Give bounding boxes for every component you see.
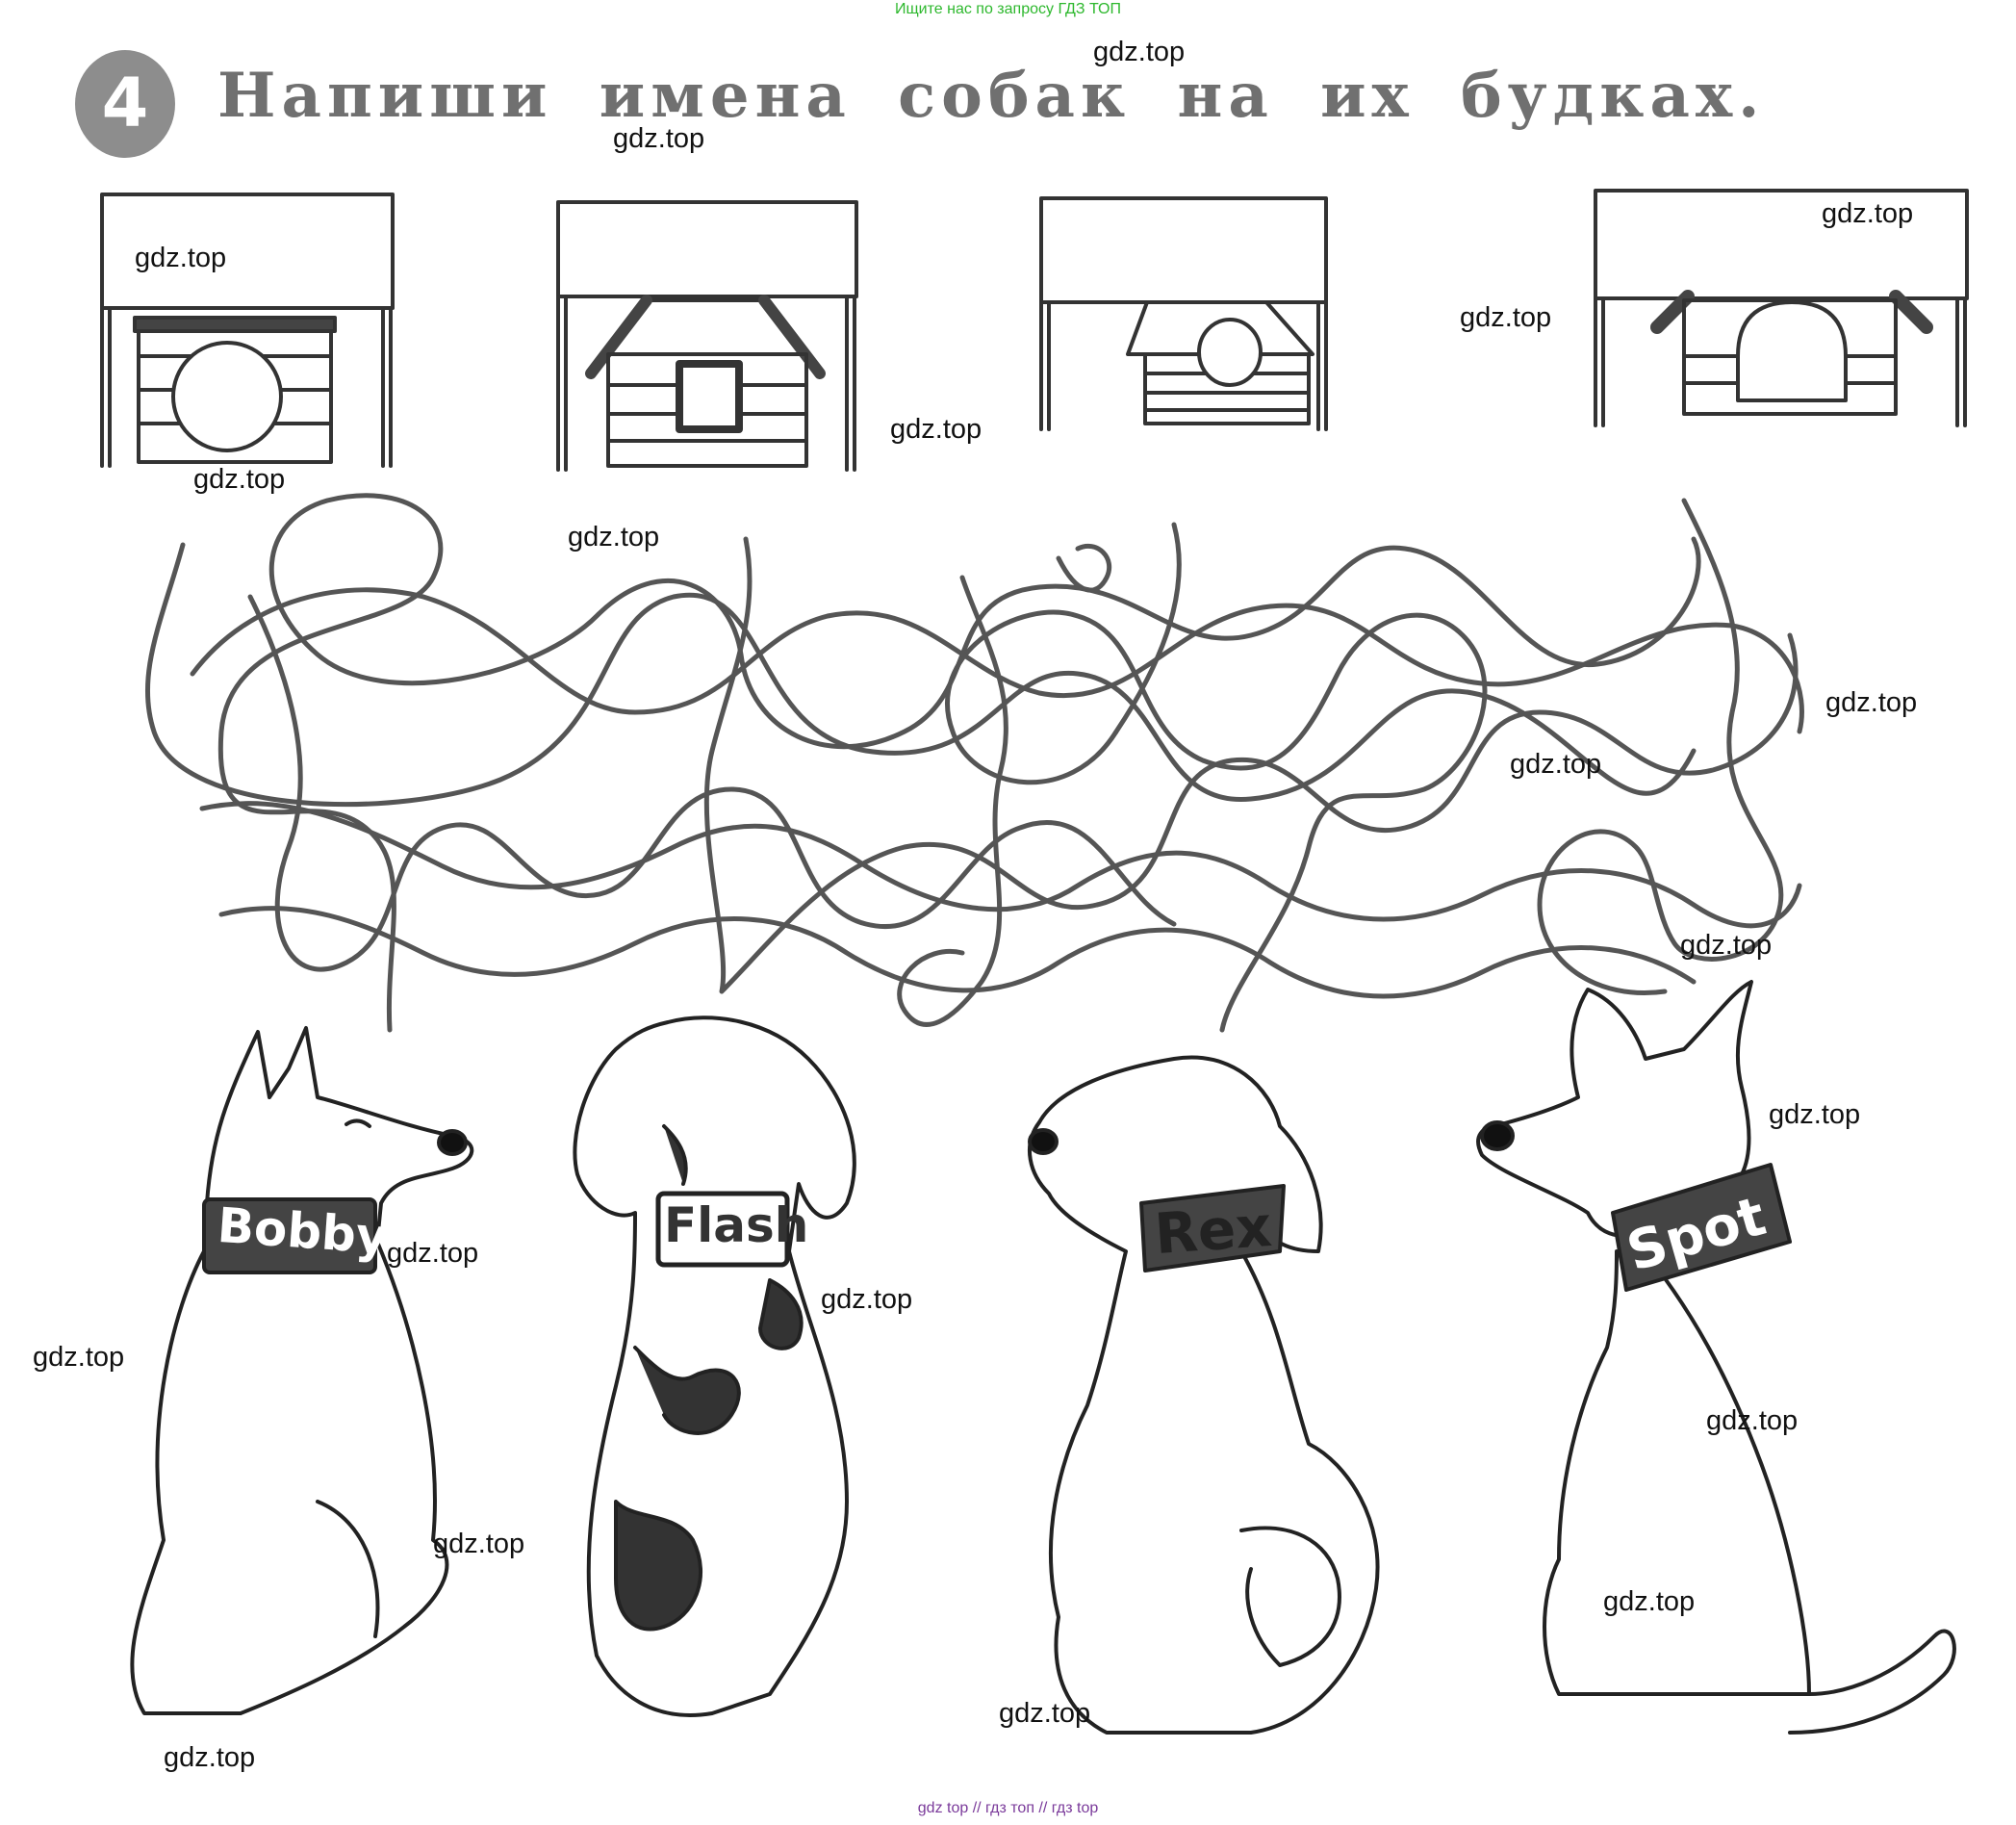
dog-bobby xyxy=(130,1026,474,1715)
watermark: gdz.top xyxy=(568,522,660,553)
bottom-banner: gdz top // гдз топ // гдз top xyxy=(917,1800,1099,1816)
watermark: gdz.top xyxy=(890,414,982,445)
doghouse-2[interactable] xyxy=(556,200,858,472)
top-banner: Ищите нас по запросу ГДЗ ТОП xyxy=(895,1,1121,17)
watermark: gdz.top xyxy=(433,1529,525,1559)
watermark: gdz.top xyxy=(135,243,227,273)
watermark: gdz.top xyxy=(821,1284,913,1315)
watermark: gdz.top xyxy=(193,464,286,495)
dog-spot xyxy=(1476,980,1956,1735)
watermark: gdz.top xyxy=(1822,198,1914,229)
tangled-lines-maze[interactable] xyxy=(145,493,1804,1033)
task-number: 4 xyxy=(101,64,149,142)
watermark: gdz.top xyxy=(1769,1099,1861,1130)
watermark: gdz.top xyxy=(33,1342,125,1373)
doghouse-4[interactable] xyxy=(1594,189,1969,427)
watermark: gdz.top xyxy=(613,123,705,154)
task-number-badge: 4 xyxy=(75,50,175,158)
watermark: gdz.top xyxy=(1825,687,1918,718)
watermark: gdz.top xyxy=(1706,1405,1799,1436)
doghouse-1[interactable] xyxy=(100,193,395,468)
collar-label-rex: Rex xyxy=(1152,1193,1274,1268)
watermark: gdz.top xyxy=(1510,749,1602,780)
watermark: gdz.top xyxy=(1603,1586,1696,1617)
watermark: gdz.top xyxy=(1680,930,1773,961)
doghouse-3[interactable] xyxy=(1039,196,1328,431)
collar-label-flash: Flash xyxy=(664,1197,809,1253)
watermark: gdz.top xyxy=(999,1698,1091,1729)
watermark: gdz.top xyxy=(387,1238,479,1269)
watermark: gdz.top xyxy=(164,1742,256,1773)
collar-label-bobby: Bobby xyxy=(216,1196,390,1266)
watermark: gdz.top xyxy=(1093,37,1186,67)
task-instruction: Напиши имена собак на их будках. xyxy=(217,60,1766,132)
dog-rex xyxy=(1027,1055,1380,1735)
watermark: gdz.top xyxy=(1460,302,1552,333)
dog-flash xyxy=(573,1015,856,1717)
